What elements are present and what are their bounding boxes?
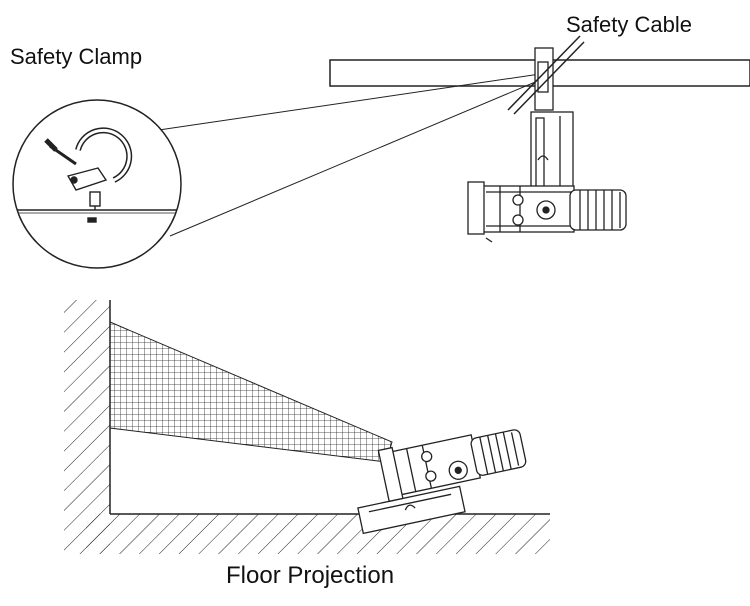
safety-cable-line <box>507 35 585 115</box>
hanging-fixture <box>467 47 627 243</box>
safety-cable-label: Safety Cable <box>566 12 692 37</box>
zoom-lines <box>151 73 541 237</box>
floor-projection-label: Floor Projection <box>226 562 395 589</box>
safety-clamp-label: Safety Clamp <box>10 44 143 69</box>
clamp-detail-circle <box>12 99 182 269</box>
floor-projection-scene <box>64 300 550 562</box>
